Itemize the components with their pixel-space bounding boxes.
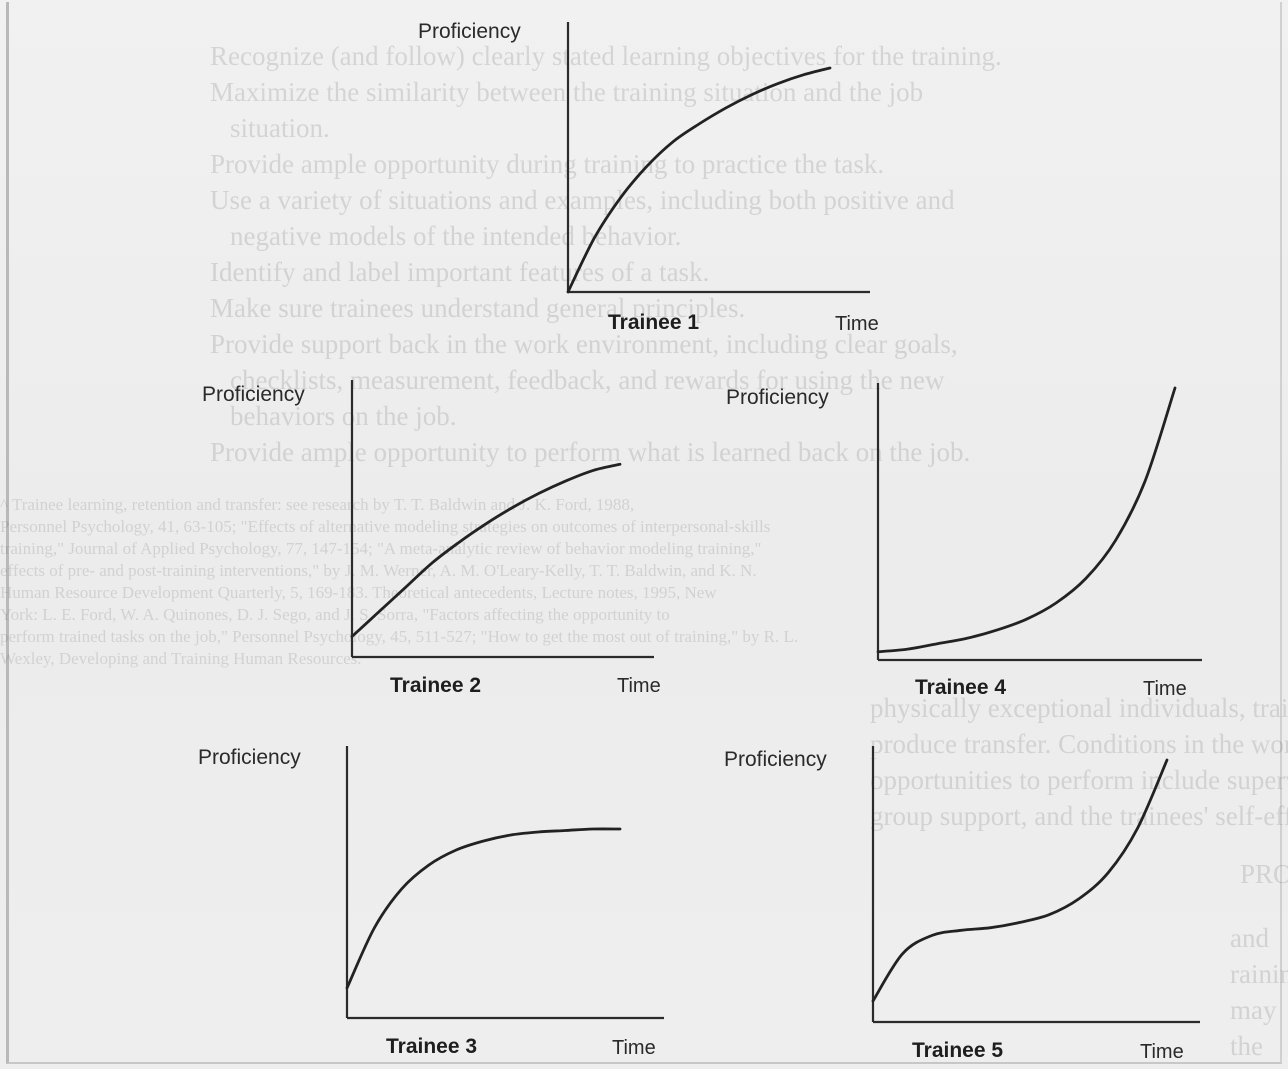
learning-curve-trainee-2 (350, 462, 622, 638)
chart-title-trainee-3: Trainee 3 (386, 1035, 477, 1058)
x-axis-label-trainee-4: Time (1143, 678, 1187, 700)
x-axis-label-trainee-5: Time (1140, 1041, 1184, 1063)
y-axis-label-trainee-5: Proficiency (724, 748, 827, 771)
y-axis-label-trainee-3: Proficiency (198, 746, 301, 769)
x-axis-label-trainee-3: Time (612, 1037, 656, 1059)
chart-title-trainee-4: Trainee 4 (915, 676, 1006, 699)
y-axis-label-trainee-1: Proficiency (418, 20, 521, 43)
x-axis-label-trainee-1: Time (835, 313, 879, 335)
learning-curve-trainee-4 (876, 386, 1177, 654)
x-axis-label-trainee-2: Time (617, 675, 661, 697)
chart-title-trainee-2: Trainee 2 (390, 674, 481, 697)
learning-curve-trainee-5 (871, 758, 1169, 1003)
y-axis-label-trainee-4: Proficiency (726, 386, 829, 409)
learning-curve-trainee-3 (345, 827, 622, 990)
y-axis-label-trainee-2: Proficiency (202, 383, 305, 406)
learning-curve-trainee-1 (566, 66, 832, 294)
chart-title-trainee-1: Trainee 1 (608, 311, 699, 334)
chart-title-trainee-5: Trainee 5 (912, 1039, 1003, 1062)
